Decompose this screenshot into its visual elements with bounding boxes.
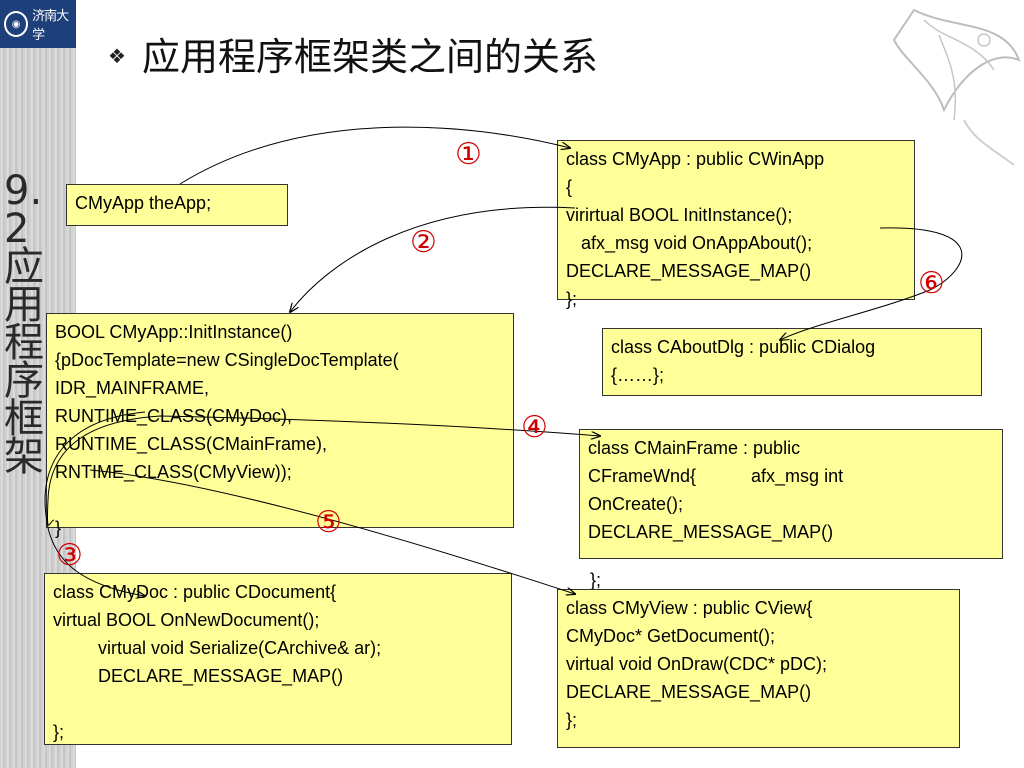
box-cmydoc: class CMyDoc : public CDocument{ virtual… [44,573,512,745]
marker-2: ② [410,225,437,260]
title-bullet-icon: ❖ [108,46,126,68]
arrow-1 [179,126,570,185]
box-cmyview: class CMyView : public CView{ CMyDoc* Ge… [557,589,960,748]
page-title: 应用程序框架类之间的关系 [108,26,598,81]
marker-1: ① [455,137,482,172]
marker-6: ⑥ [918,266,945,301]
logo-text: 济南大学 [32,9,69,43]
university-logo: ◉ 济南大学 [0,0,76,48]
arrow-2 [290,206,576,312]
marker-4: ④ [521,410,548,445]
arrow-5 [89,469,575,594]
marker-5: ⑤ [315,505,342,540]
arrow-3 [44,411,145,596]
marker-3: ③ [56,538,83,573]
box-theapp: CMyApp theApp; [66,184,288,226]
box-caboutdlg: class CAboutDlg : public CDialog {……}; [602,328,982,396]
arrow-4 [46,415,600,526]
cmainframe-closing-brace: }; [590,570,602,590]
arrow-6 [780,227,963,340]
box-cmyapp: class CMyApp : public CWinApp { virirtua… [557,140,915,309]
logo-emblem-icon: ◉ [4,11,29,37]
ornament-icon [892,8,1021,166]
section-title-vertical: 9.2应用程序框架 [4,168,44,480]
box-cmainframe: class CMainFrame : public CFrameWnd{ afx… [579,429,1003,559]
page-title-text: 应用程序框架类之间的关系 [142,35,599,79]
